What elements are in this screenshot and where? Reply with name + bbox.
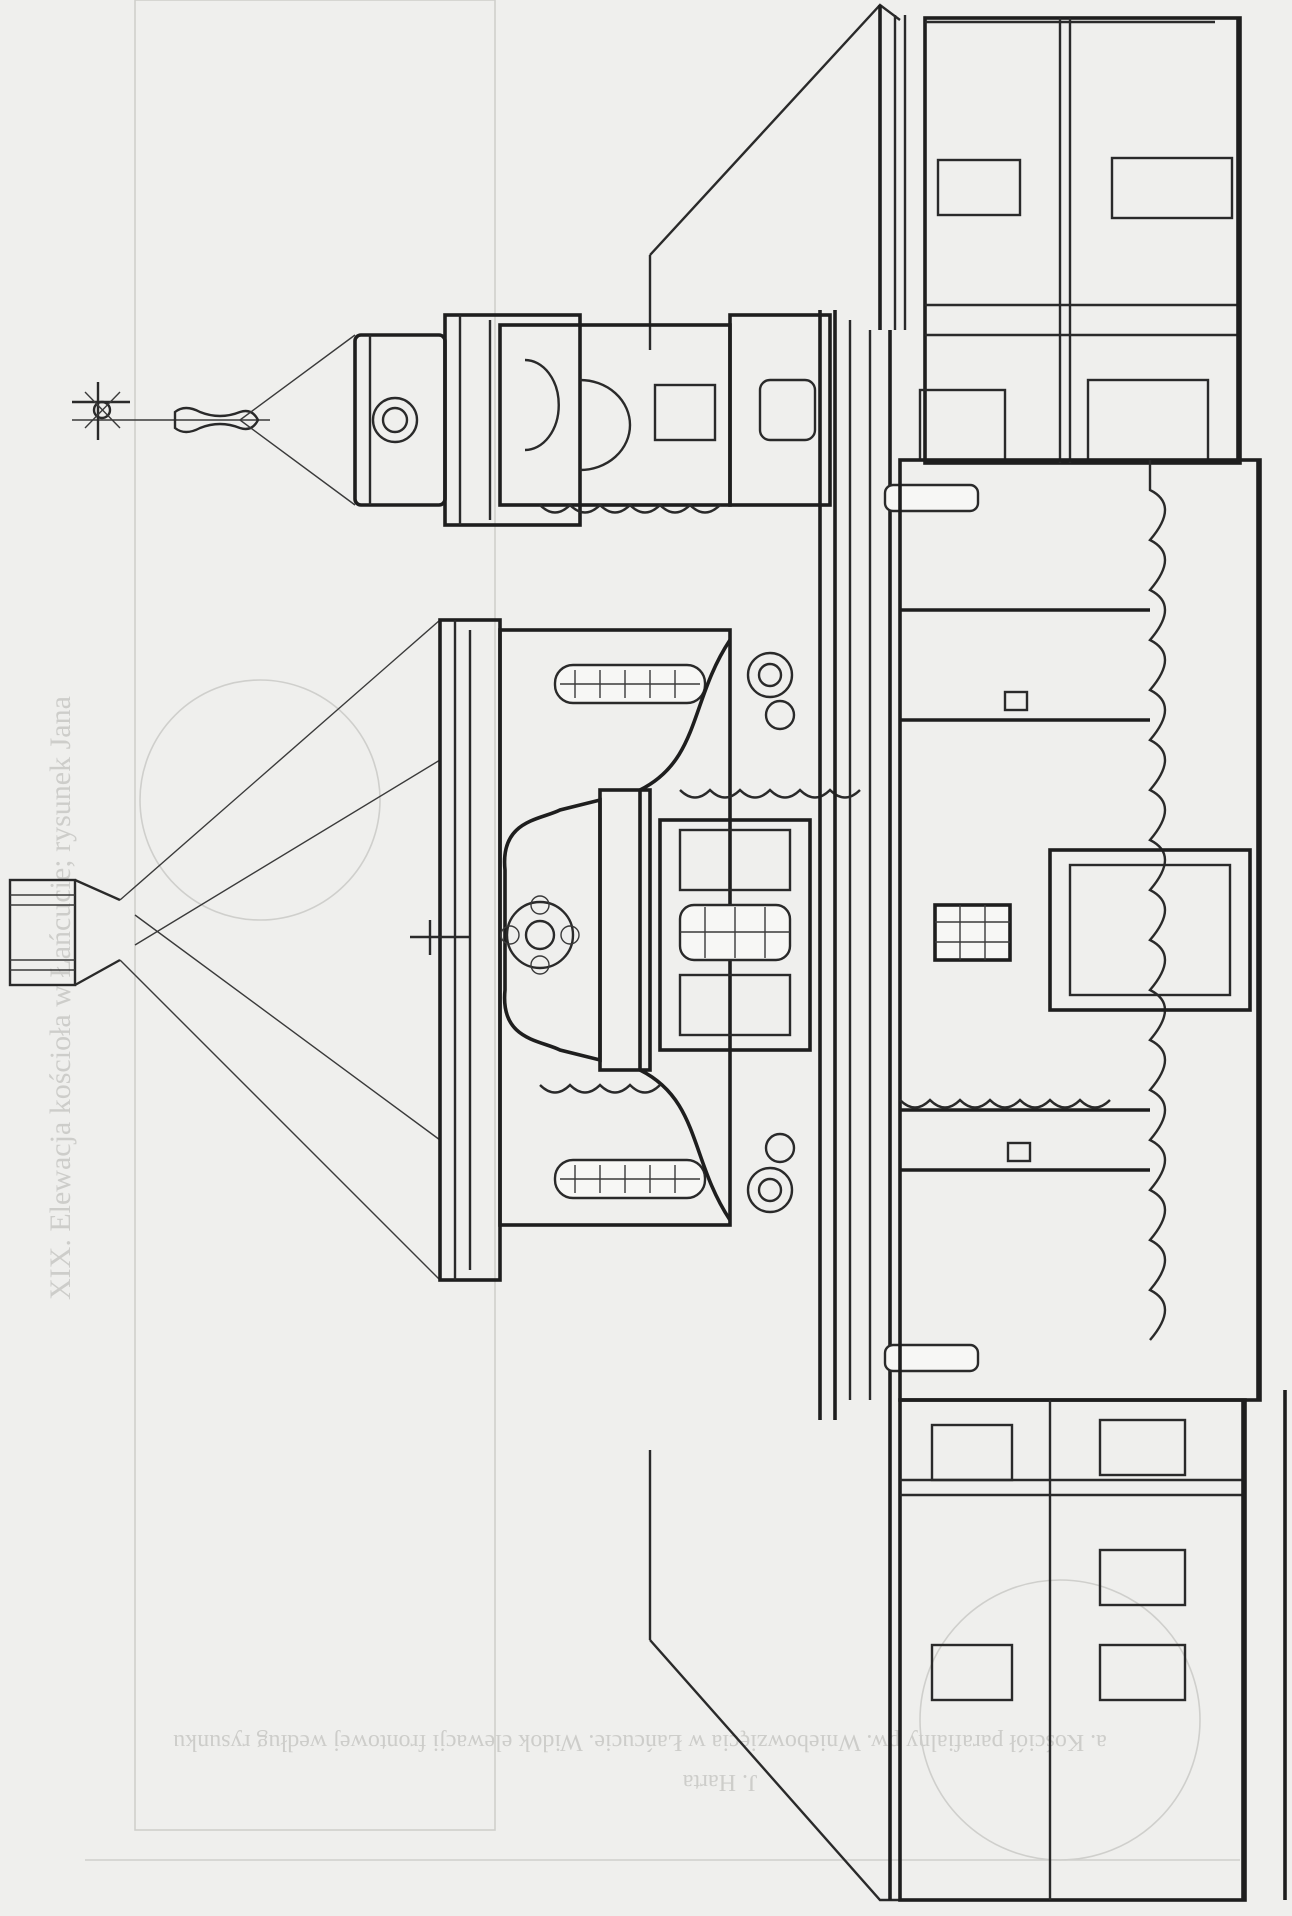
main-gable-outline xyxy=(638,639,732,1221)
rosette-petal xyxy=(530,895,550,915)
scallop-frieze xyxy=(539,503,721,514)
volute-icon xyxy=(746,651,796,731)
main-roof-line xyxy=(134,914,441,1141)
rosette-outer xyxy=(505,900,575,970)
small-plaque xyxy=(1006,1141,1032,1163)
cross-knob xyxy=(92,400,112,420)
rosette-icon xyxy=(500,895,580,975)
lower-wing-wall xyxy=(898,1398,1247,1902)
small-tower xyxy=(72,313,832,527)
small-tower-lantern xyxy=(353,333,447,507)
lower-wing-window xyxy=(1098,1418,1187,1477)
volute-small xyxy=(764,699,796,731)
bleed-through-layer: XIX. Elewacja kościoła w Łańcucie; rysun… xyxy=(44,0,1240,1861)
volute-inner xyxy=(757,1177,783,1203)
scallop-frieze xyxy=(539,1083,661,1094)
small-plaque xyxy=(1003,690,1029,712)
portal-opening xyxy=(1068,863,1232,997)
ghost-arch xyxy=(919,1579,1201,1861)
volute-outer xyxy=(746,651,794,699)
main-tower-neck xyxy=(74,878,121,902)
small-tower-arch xyxy=(579,378,632,472)
upper-wing-window xyxy=(1110,156,1234,220)
main-roof-line xyxy=(119,619,441,901)
cross-icon xyxy=(72,382,130,440)
small-tower-oculus xyxy=(371,396,419,444)
main-tower xyxy=(8,503,861,1282)
main-tower-finial xyxy=(8,878,77,987)
ghost-bottom-caption-2: J. Harta xyxy=(682,1769,757,1795)
lower-facade xyxy=(898,458,1262,1402)
cross-ray xyxy=(84,391,121,429)
small-tower-spire-bulb xyxy=(173,406,260,434)
main-tower-neck xyxy=(74,958,121,987)
rosette-petal xyxy=(560,925,580,945)
ghost-arch xyxy=(139,679,381,921)
small-grille-window xyxy=(883,1343,980,1373)
upper-wing-window xyxy=(918,388,1007,462)
central-window-frame xyxy=(658,818,812,1052)
lower-wing-window xyxy=(930,1643,1014,1702)
portal-frame xyxy=(1048,848,1252,1012)
central-window-lower xyxy=(678,973,792,1037)
main-window-top xyxy=(553,663,707,705)
upper-wing xyxy=(648,3,1242,465)
lower-wing-window xyxy=(1098,1643,1187,1702)
central-window-upper xyxy=(678,828,792,892)
rosette-petal xyxy=(530,955,550,975)
small-tower-cupola-line xyxy=(239,419,356,506)
scallop-frieze xyxy=(679,788,861,799)
rosette-petal xyxy=(500,925,520,945)
entablature xyxy=(818,310,980,1420)
upper-wing-wall xyxy=(923,16,1242,465)
main-window-bottom xyxy=(553,1158,707,1200)
lower-wing-roof-slope xyxy=(649,1639,900,1902)
main-roof-line xyxy=(119,959,441,1281)
ghost-bottom-caption-1: a. Kościół parafialny pw. Wniebowzięcia … xyxy=(173,1729,1107,1755)
upper-wing-window xyxy=(936,158,1022,217)
cross-icon xyxy=(410,920,470,955)
small-tower-belfry xyxy=(498,323,732,507)
rosette-inner xyxy=(524,919,556,951)
main-roof-line xyxy=(134,759,441,946)
small-tower-cornice xyxy=(443,313,582,527)
volute-inner xyxy=(757,662,783,688)
small-tower-cupola-line xyxy=(239,334,356,421)
upper-wing-window xyxy=(1086,378,1210,462)
ghost-side-caption: XIX. Elewacja kościoła w Łańcucie; rysun… xyxy=(44,696,77,1300)
small-grille-window xyxy=(883,483,980,513)
lower-wing xyxy=(648,1398,1247,1902)
central-pier xyxy=(598,788,652,1072)
upper-wing-roof-slope xyxy=(649,3,901,256)
volute-small xyxy=(764,1132,796,1164)
volute-icon xyxy=(746,1132,796,1214)
arcade-scallops xyxy=(1148,460,1167,1341)
small-tower-oculus-inner xyxy=(381,406,409,434)
scallop-frieze xyxy=(899,1098,1111,1109)
small-tower-window xyxy=(653,383,717,442)
volute-outer xyxy=(746,1166,794,1214)
small-tower-base xyxy=(728,313,832,507)
small-tower-panel xyxy=(758,378,817,442)
small-tower-arch xyxy=(524,358,560,452)
lower-wing-window xyxy=(930,1423,1014,1482)
lower-wing-window xyxy=(1098,1548,1187,1607)
lower-grille-window xyxy=(933,903,1012,962)
